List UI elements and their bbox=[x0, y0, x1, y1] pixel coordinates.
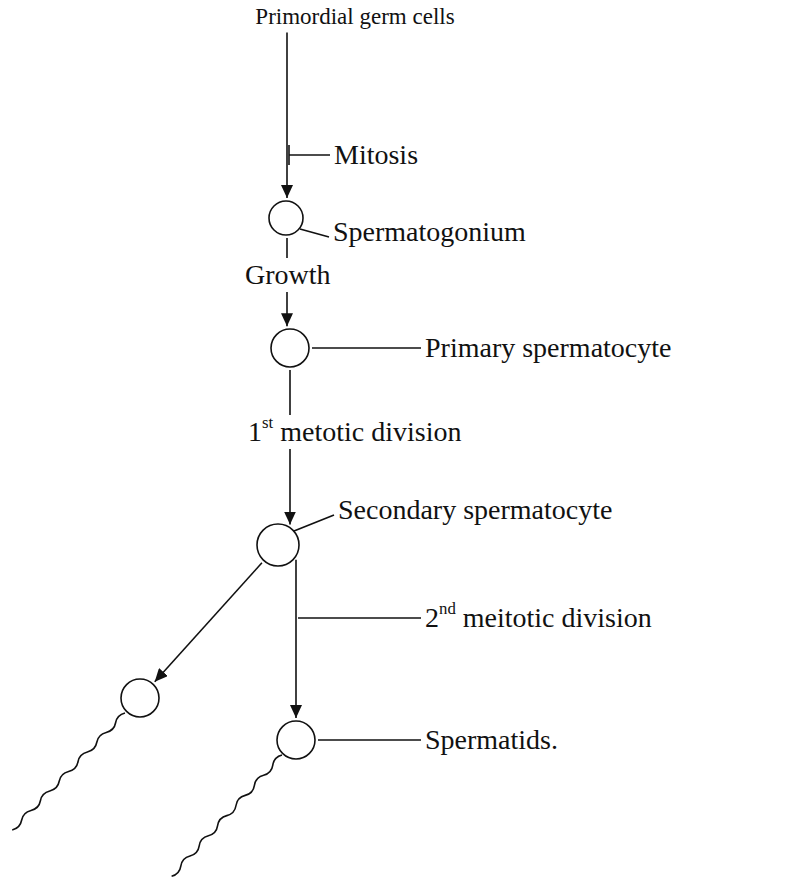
cell-circle bbox=[277, 721, 315, 759]
cell-circle bbox=[257, 524, 299, 566]
arrow-connector bbox=[295, 560, 297, 718]
leader-tick bbox=[288, 145, 290, 165]
sperm-tail bbox=[12, 713, 125, 830]
arrow-connector bbox=[155, 563, 262, 682]
edge-label: 2nd meitotic division bbox=[422, 601, 655, 635]
cell-circle bbox=[271, 329, 309, 367]
text-node: Primordial germ cells bbox=[255, 3, 456, 31]
cell-circle bbox=[269, 201, 303, 235]
cell-label: Spermatids. bbox=[425, 723, 558, 757]
edge-label: Growth bbox=[242, 258, 334, 292]
cell-node: Spermatids. bbox=[276, 720, 316, 760]
cell-node: Secondary spermatocyte bbox=[256, 523, 300, 567]
cell-outline bbox=[270, 328, 310, 368]
leader-line bbox=[318, 739, 421, 741]
leader-line bbox=[289, 154, 330, 156]
cell-node: Primary spermatocyte bbox=[270, 328, 310, 368]
sperm-tail bbox=[172, 755, 282, 876]
leader-line bbox=[300, 229, 329, 237]
edge-label: Mitosis bbox=[331, 138, 421, 172]
leader-line bbox=[294, 515, 334, 531]
cell-outline bbox=[256, 523, 300, 567]
cell-label: Secondary spermatocyte bbox=[338, 493, 612, 527]
cell-circle bbox=[121, 679, 159, 717]
cell-node bbox=[120, 678, 160, 718]
edge-label: 1st metotic division bbox=[245, 415, 464, 449]
node-text: Primordial germ cells bbox=[255, 3, 454, 31]
arrow-connector bbox=[286, 33, 288, 198]
cell-node: Spermatogonium bbox=[268, 200, 304, 236]
cell-label: Primary spermatocyte bbox=[425, 331, 671, 365]
cell-outline bbox=[268, 200, 304, 236]
leader-line bbox=[312, 347, 421, 349]
leader-line bbox=[298, 617, 421, 619]
ordinal-suffix: st bbox=[262, 414, 273, 433]
ordinal-suffix: nd bbox=[439, 600, 456, 619]
cell-outline bbox=[120, 678, 160, 718]
cell-label: Spermatogonium bbox=[333, 215, 526, 249]
cell-outline bbox=[276, 720, 316, 760]
